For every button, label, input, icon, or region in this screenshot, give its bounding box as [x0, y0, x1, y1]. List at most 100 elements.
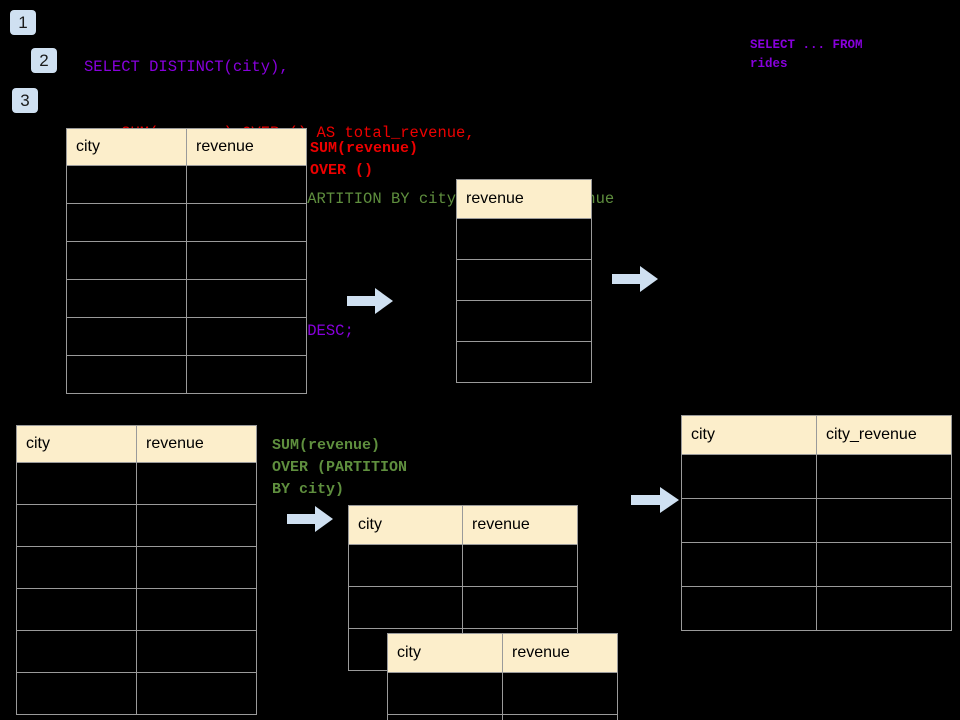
cell-city [387, 672, 503, 715]
table-row [66, 317, 307, 356]
cell-revenue [136, 546, 257, 589]
cell-revenue [186, 279, 307, 318]
table-row [348, 586, 578, 629]
cell-city [66, 241, 187, 280]
table-row [16, 630, 257, 673]
table-header-row: city revenue [16, 425, 257, 463]
table-header-row: revenue [456, 179, 592, 219]
cell-revenue [136, 672, 257, 715]
cell-revenue [456, 300, 592, 342]
cell-revenue [502, 714, 618, 720]
cell-city-revenue [816, 498, 952, 543]
column-header-city: city [348, 505, 463, 545]
cell-revenue [186, 165, 307, 204]
cell-revenue [186, 241, 307, 280]
table-row [16, 672, 257, 715]
cell-city [681, 498, 817, 543]
cell-city [681, 542, 817, 587]
step-badge-3: 3 [12, 88, 38, 113]
table-row [681, 498, 952, 543]
cell-city [348, 586, 463, 629]
table-row [66, 355, 307, 394]
step-badge-2: 2 [31, 48, 57, 73]
table-header-row: city revenue [387, 633, 618, 673]
step-badge-1: 1 [10, 10, 36, 35]
cell-revenue [456, 218, 592, 260]
cell-city [66, 165, 187, 204]
table-row [16, 588, 257, 631]
table-row [456, 341, 592, 383]
table-total-revenue: revenue [456, 179, 592, 383]
cell-revenue [136, 504, 257, 547]
table-row [387, 672, 618, 715]
table-row [16, 504, 257, 547]
arrow-source-to-partition-icon [287, 505, 333, 533]
table-rides-source-bottom: city revenue [16, 425, 257, 715]
arrow-total-to-result-icon [612, 265, 658, 293]
column-header-revenue: revenue [502, 633, 618, 673]
cell-revenue [502, 672, 618, 715]
column-header-revenue: revenue [456, 179, 592, 219]
cell-revenue [136, 462, 257, 505]
cell-revenue [186, 317, 307, 356]
arrow-partition-to-result-icon [631, 486, 679, 514]
column-header-city: city [681, 415, 817, 455]
cell-revenue [462, 544, 578, 587]
cell-city [66, 317, 187, 356]
cell-city [16, 504, 137, 547]
table-row [387, 714, 618, 720]
table-header-row: city revenue [66, 128, 307, 166]
table-row [456, 300, 592, 342]
cell-revenue [456, 341, 592, 383]
annotation-city-revenue: SUM(revenue) OVER (PARTITION BY city) [272, 437, 408, 498]
cell-revenue [186, 355, 307, 394]
cell-revenue [462, 586, 578, 629]
column-header-city: city [66, 128, 187, 166]
cell-city [348, 544, 463, 587]
side-note-select-from: SELECT ... FROM rides [750, 38, 863, 71]
cell-city [66, 203, 187, 242]
column-header-city: city [16, 425, 137, 463]
cell-city [16, 630, 137, 673]
cell-city [681, 454, 817, 499]
table-row [16, 462, 257, 505]
cell-revenue [136, 630, 257, 673]
cell-city-revenue [816, 542, 952, 587]
cell-revenue [456, 259, 592, 301]
table-row [16, 546, 257, 589]
cell-city [16, 546, 137, 589]
cell-city [16, 462, 137, 505]
column-header-revenue: revenue [462, 505, 578, 545]
table-row [66, 203, 307, 242]
table-row [456, 259, 592, 301]
cell-city [66, 279, 187, 318]
table-header-row: city city_revenue [681, 415, 952, 455]
column-header-revenue: revenue [186, 128, 307, 166]
arrow-source-to-total-icon [347, 287, 393, 315]
cell-revenue [186, 203, 307, 242]
cell-city [16, 672, 137, 715]
cell-city [16, 588, 137, 631]
cell-city [387, 714, 503, 720]
cell-city [681, 586, 817, 631]
sql-line-1: SELECT DISTINCT(city), [84, 58, 289, 76]
table-final-result: city city_revenue [681, 415, 952, 631]
cell-city [66, 355, 187, 394]
table-row [681, 586, 952, 631]
annotation-total-revenue: SUM(revenue) OVER () [310, 140, 419, 179]
cell-city-revenue [816, 454, 952, 499]
table-row [66, 279, 307, 318]
table-row [681, 542, 952, 587]
table-header-row: city revenue [348, 505, 578, 545]
table-row [66, 241, 307, 280]
column-header-city-revenue: city_revenue [816, 415, 952, 455]
cell-revenue [136, 588, 257, 631]
column-header-revenue: revenue [136, 425, 257, 463]
table-row [348, 544, 578, 587]
table-rides-source-top: city revenue [66, 128, 307, 394]
column-header-city: city [387, 633, 503, 673]
table-partition-group-b: city revenue [387, 633, 618, 720]
table-row [456, 218, 592, 260]
table-row [681, 454, 952, 499]
